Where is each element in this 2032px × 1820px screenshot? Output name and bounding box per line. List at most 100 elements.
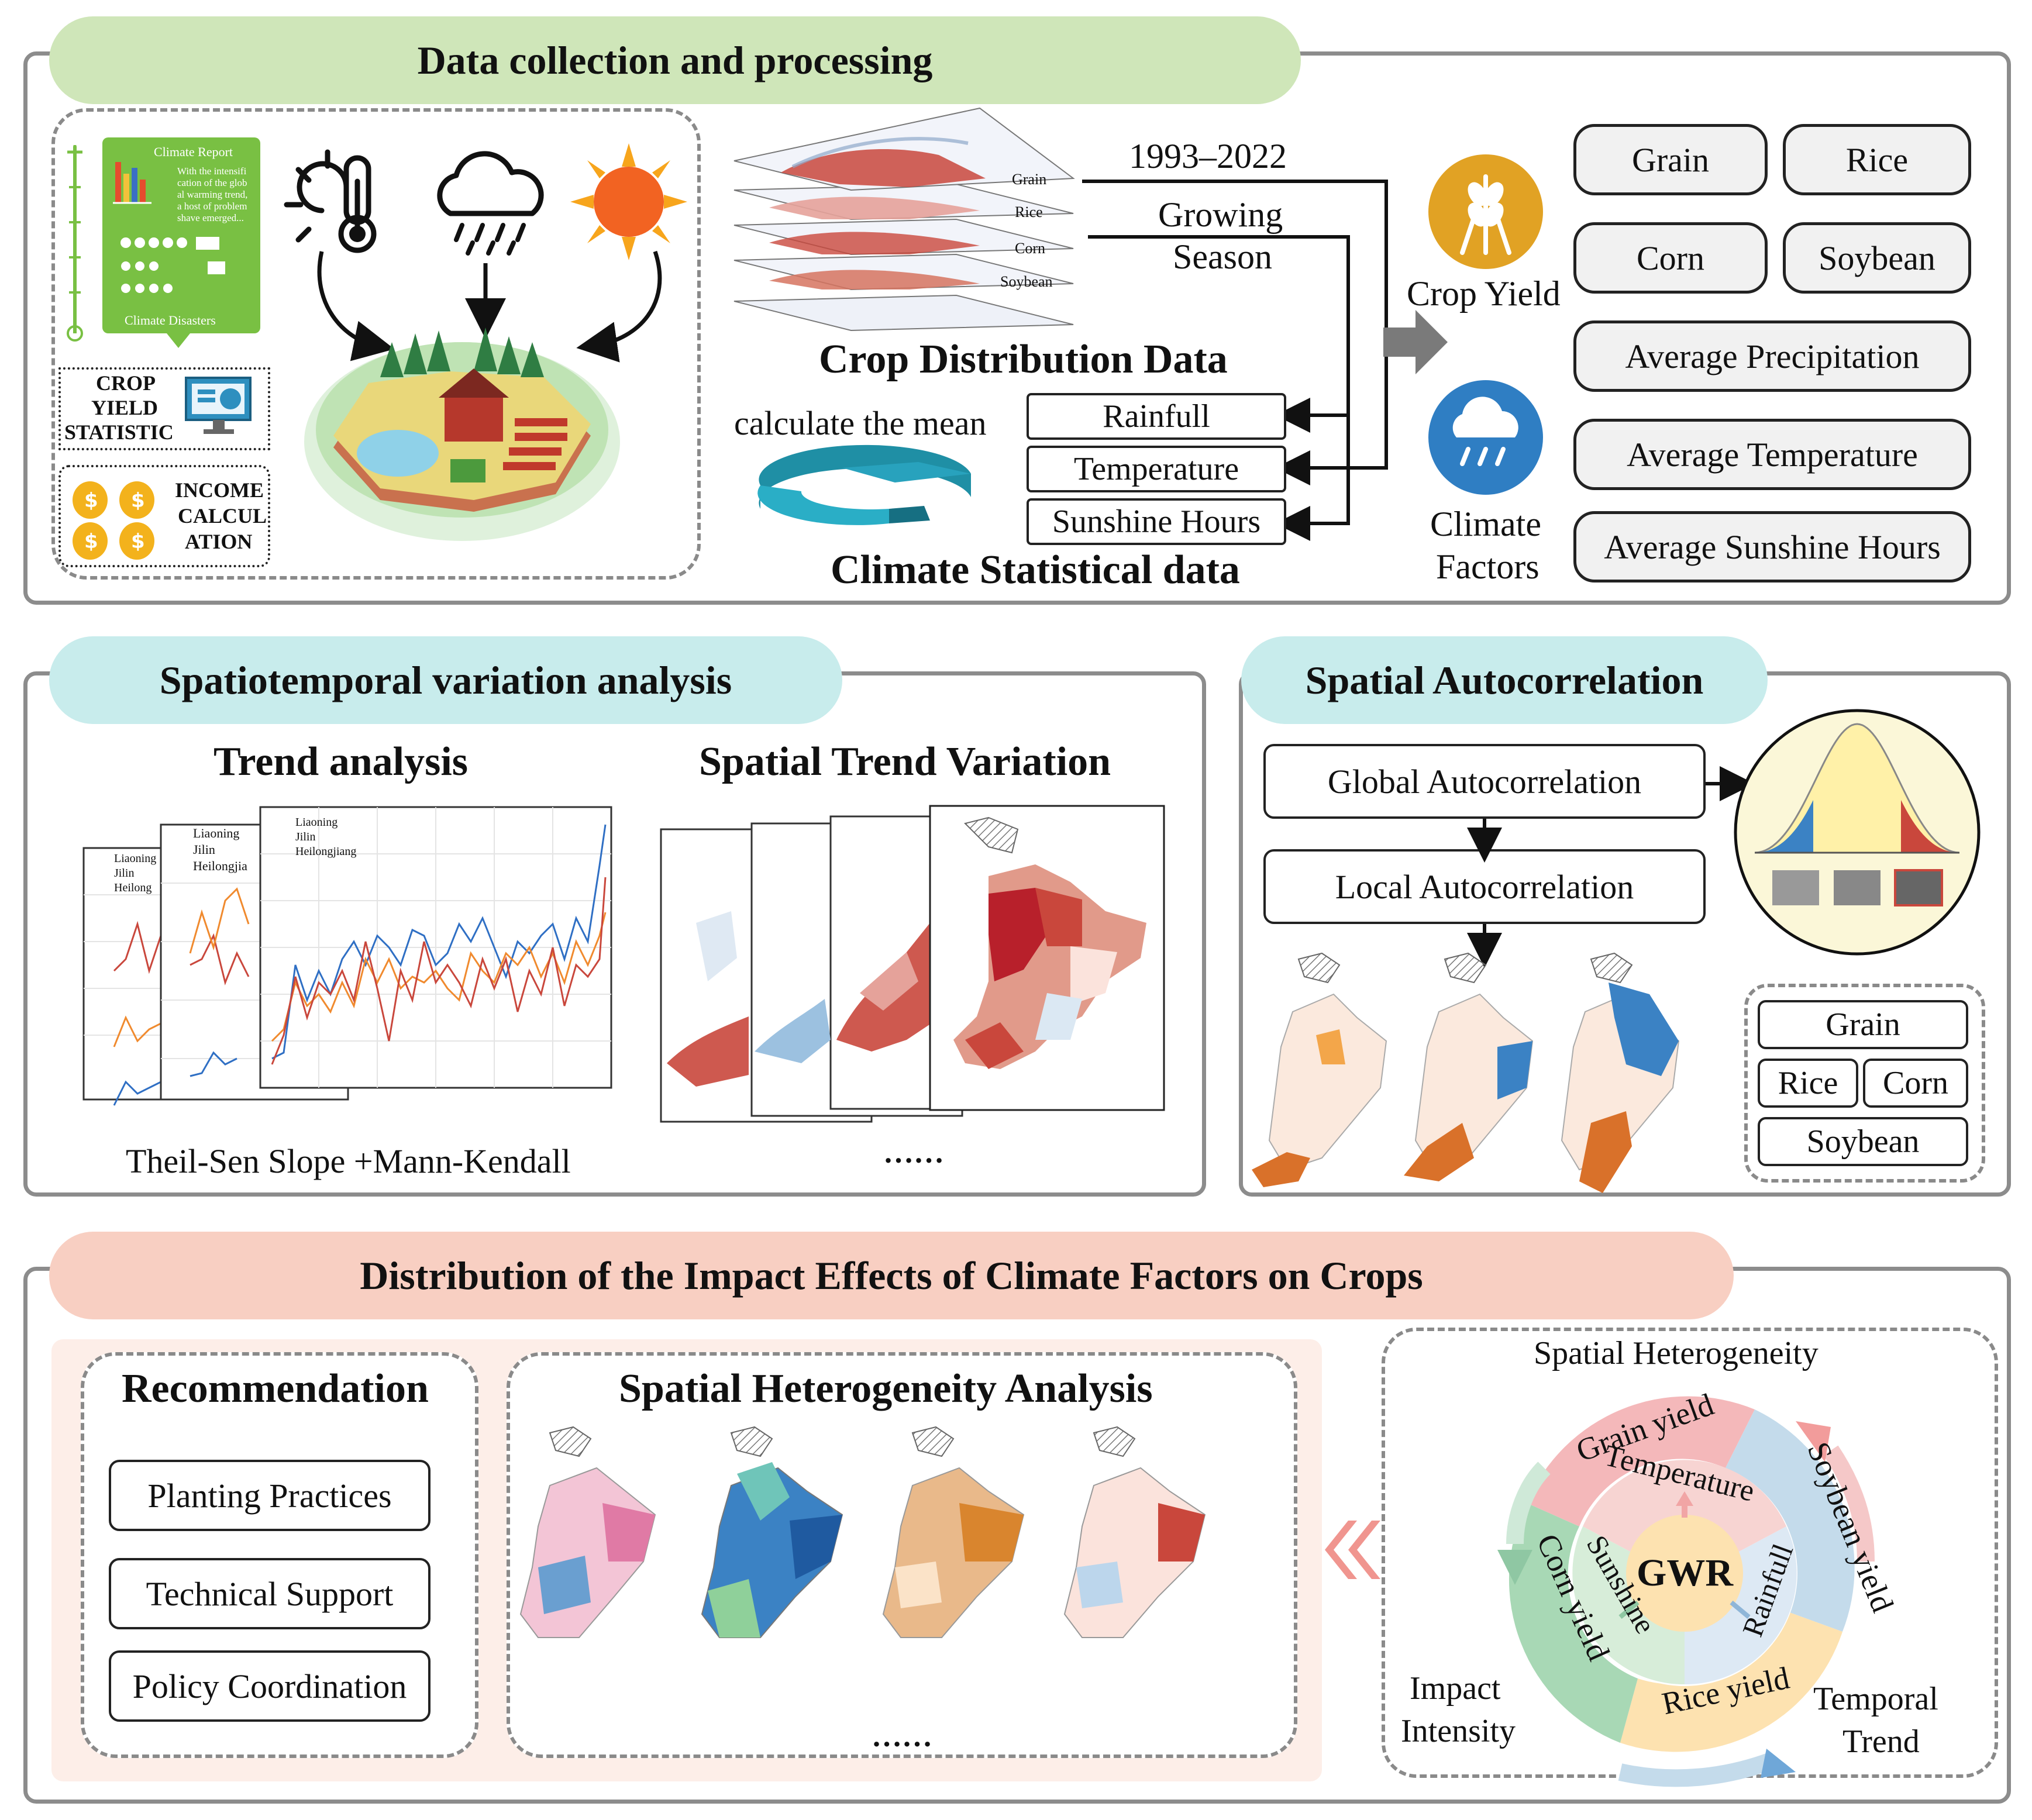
autocorrelation-title: Spatial Autocorrelation xyxy=(1241,636,1768,724)
crop-yield-label-1: CROP xyxy=(96,371,156,395)
gwr-maps xyxy=(519,1426,1206,1638)
sunshine-hours-box: Sunshine Hours xyxy=(1027,498,1286,545)
normal-distribution-icon xyxy=(1734,709,1981,956)
crop-map-layers xyxy=(733,107,1075,332)
report-body-2: cation of the glob xyxy=(177,177,247,188)
wheat-icon xyxy=(1428,154,1543,269)
lisa-maps xyxy=(1252,952,1680,1193)
data-collection-title: Data collection and processing xyxy=(49,16,1301,104)
layer-label-grain: Grain xyxy=(1012,171,1047,188)
chevron-left-icon xyxy=(1325,1521,1380,1579)
thermometer-sun-icon xyxy=(284,149,377,253)
layer-label-soybean: Soybean xyxy=(1000,273,1053,290)
crop-rice-box: Rice xyxy=(1783,124,1971,195)
crop-distribution-title: Crop Distribution Data xyxy=(819,337,1228,382)
calculate-mean-label: calculate the mean xyxy=(734,404,987,442)
report-body-1: With the intensifi xyxy=(177,166,247,177)
climate-factors-2: Factors xyxy=(1436,547,1540,586)
income-calculation-box: $ $ $ $ INCOME CALCUL ATION xyxy=(58,465,270,567)
spatial-trend-title: Spatial Trend Variation xyxy=(699,739,1111,784)
period-connectors xyxy=(1082,180,1388,541)
gray-arrow-icon xyxy=(1383,310,1448,374)
planting-practices-box: Planting Practices xyxy=(109,1460,430,1531)
legend-liaoning: Liaoning xyxy=(295,816,338,829)
legend-heilongjiang: Heilongjiang xyxy=(295,845,357,858)
global-autocorrelation-box: Global Autocorrelation xyxy=(1263,744,1706,819)
layer-label-corn: Corn xyxy=(1015,240,1045,257)
rainfall-box: Rainfull xyxy=(1027,393,1286,440)
report-body-5: shave emerged... xyxy=(177,212,244,223)
local-autocorrelation-box: Local Autocorrelation xyxy=(1263,849,1706,924)
data-sources-box xyxy=(51,108,701,580)
climate-statistical-title: Climate Statistical data xyxy=(831,547,1240,592)
crop-soybean-box: Soybean xyxy=(1783,222,1971,294)
trend-charts xyxy=(82,806,612,1106)
lisa-soybean-box: Soybean xyxy=(1758,1117,1968,1166)
avg-sunshine-box: Average Sunshine Hours xyxy=(1573,511,1971,582)
flow-arrows-to-farm xyxy=(317,250,662,363)
temporal-label-2: Trend xyxy=(1842,1724,1920,1760)
farm-illustration xyxy=(304,328,620,541)
legend-jilin: Jilin xyxy=(295,830,316,843)
svg-text:$: $ xyxy=(131,489,145,512)
svg-text:$: $ xyxy=(84,530,98,553)
temporal-label-1: Temporal xyxy=(1813,1681,1938,1717)
method-label: Theil-Sen Slope +Mann-Kendall xyxy=(126,1142,571,1180)
heterogeneity-ellipsis: …… xyxy=(872,1720,932,1753)
report-chart-icon xyxy=(113,162,225,348)
recommendation-title: Recommendation xyxy=(122,1366,429,1411)
income-label-3: ATION xyxy=(185,530,253,553)
legend-back2-jilin: Jilin xyxy=(193,842,215,857)
lisa-grain-box: Grain xyxy=(1758,1000,1968,1049)
lisa-corn-box: Corn xyxy=(1863,1059,1968,1108)
spatial-ellipsis: …… xyxy=(883,1136,944,1170)
avg-temperature-box: Average Temperature xyxy=(1573,419,1971,490)
ruler-icon xyxy=(67,145,83,342)
policy-coordination-box: Policy Coordination xyxy=(109,1650,430,1722)
income-label-2: CALCUL xyxy=(178,504,267,528)
svg-text:$: $ xyxy=(131,530,145,553)
report-footer: Climate Disasters xyxy=(125,313,216,328)
impact-title: Distribution of the Impact Effects of Cl… xyxy=(49,1232,1734,1319)
spatiotemporal-title: Spatiotemporal variation analysis xyxy=(49,636,842,724)
impact-label-1: Impact xyxy=(1410,1670,1501,1707)
sun-icon xyxy=(570,143,687,260)
legend-back1-jilin: Jilin xyxy=(114,867,135,880)
heterogeneity-title: Spatial Heterogeneity Analysis xyxy=(619,1366,1153,1411)
donut-chart-icon xyxy=(757,444,971,525)
money-bags-icon: $ $ $ $ xyxy=(73,481,154,560)
report-body-3: al warming trend, xyxy=(177,189,248,200)
temperature-box: Temperature xyxy=(1027,446,1286,492)
climate-factors-1: Climate xyxy=(1430,505,1541,543)
svg-text:$: $ xyxy=(84,489,98,512)
layer-label-rice: Rice xyxy=(1015,204,1043,220)
crop-grain-box: Grain xyxy=(1573,124,1768,195)
legend-back2-liaoning: Liaoning xyxy=(193,826,240,840)
autocorrelation-crops-box xyxy=(1744,984,1985,1183)
crop-corn-box: Corn xyxy=(1573,222,1768,294)
lisa-rice-box: Rice xyxy=(1758,1059,1858,1108)
gwr-center-label: GWR xyxy=(1637,1552,1733,1594)
period-label: 1993–2022 xyxy=(1129,137,1287,175)
growing-season-2: Season xyxy=(1173,237,1272,276)
report-title: Climate Report xyxy=(154,144,233,159)
avg-precipitation-box: Average Precipitation xyxy=(1573,320,1971,392)
crop-yield-label-2: YIELD xyxy=(91,396,159,419)
rain-cloud-icon xyxy=(437,151,544,256)
report-body-4: a host of problem xyxy=(177,201,247,212)
monitor-chart-icon xyxy=(185,377,252,434)
gwr-wheel xyxy=(1497,1396,1875,1787)
crop-yield-label-3: STATISTIC xyxy=(64,420,174,444)
legend-back1-liaoning: Liaoning xyxy=(114,852,157,865)
crop-yield-label: Crop Yield xyxy=(1407,274,1561,313)
wheel-top-label: Spatial Heterogeneity xyxy=(1534,1335,1819,1371)
spatial-trend-maps xyxy=(660,805,1165,1123)
climate-cloud-icon xyxy=(1428,380,1543,495)
crop-yield-statistic-box: CROP YIELD STATISTIC xyxy=(58,367,270,450)
climate-report-card: Climate Report With the intensifi cation… xyxy=(102,137,260,348)
impact-label-2: Intensity xyxy=(1401,1713,1516,1749)
legend-back2-heilongjia: Heilongjia xyxy=(193,859,247,873)
legend-back1-heilong: Heilong xyxy=(114,881,152,894)
income-label-1: INCOME xyxy=(175,478,264,502)
technical-support-box: Technical Support xyxy=(109,1558,430,1629)
